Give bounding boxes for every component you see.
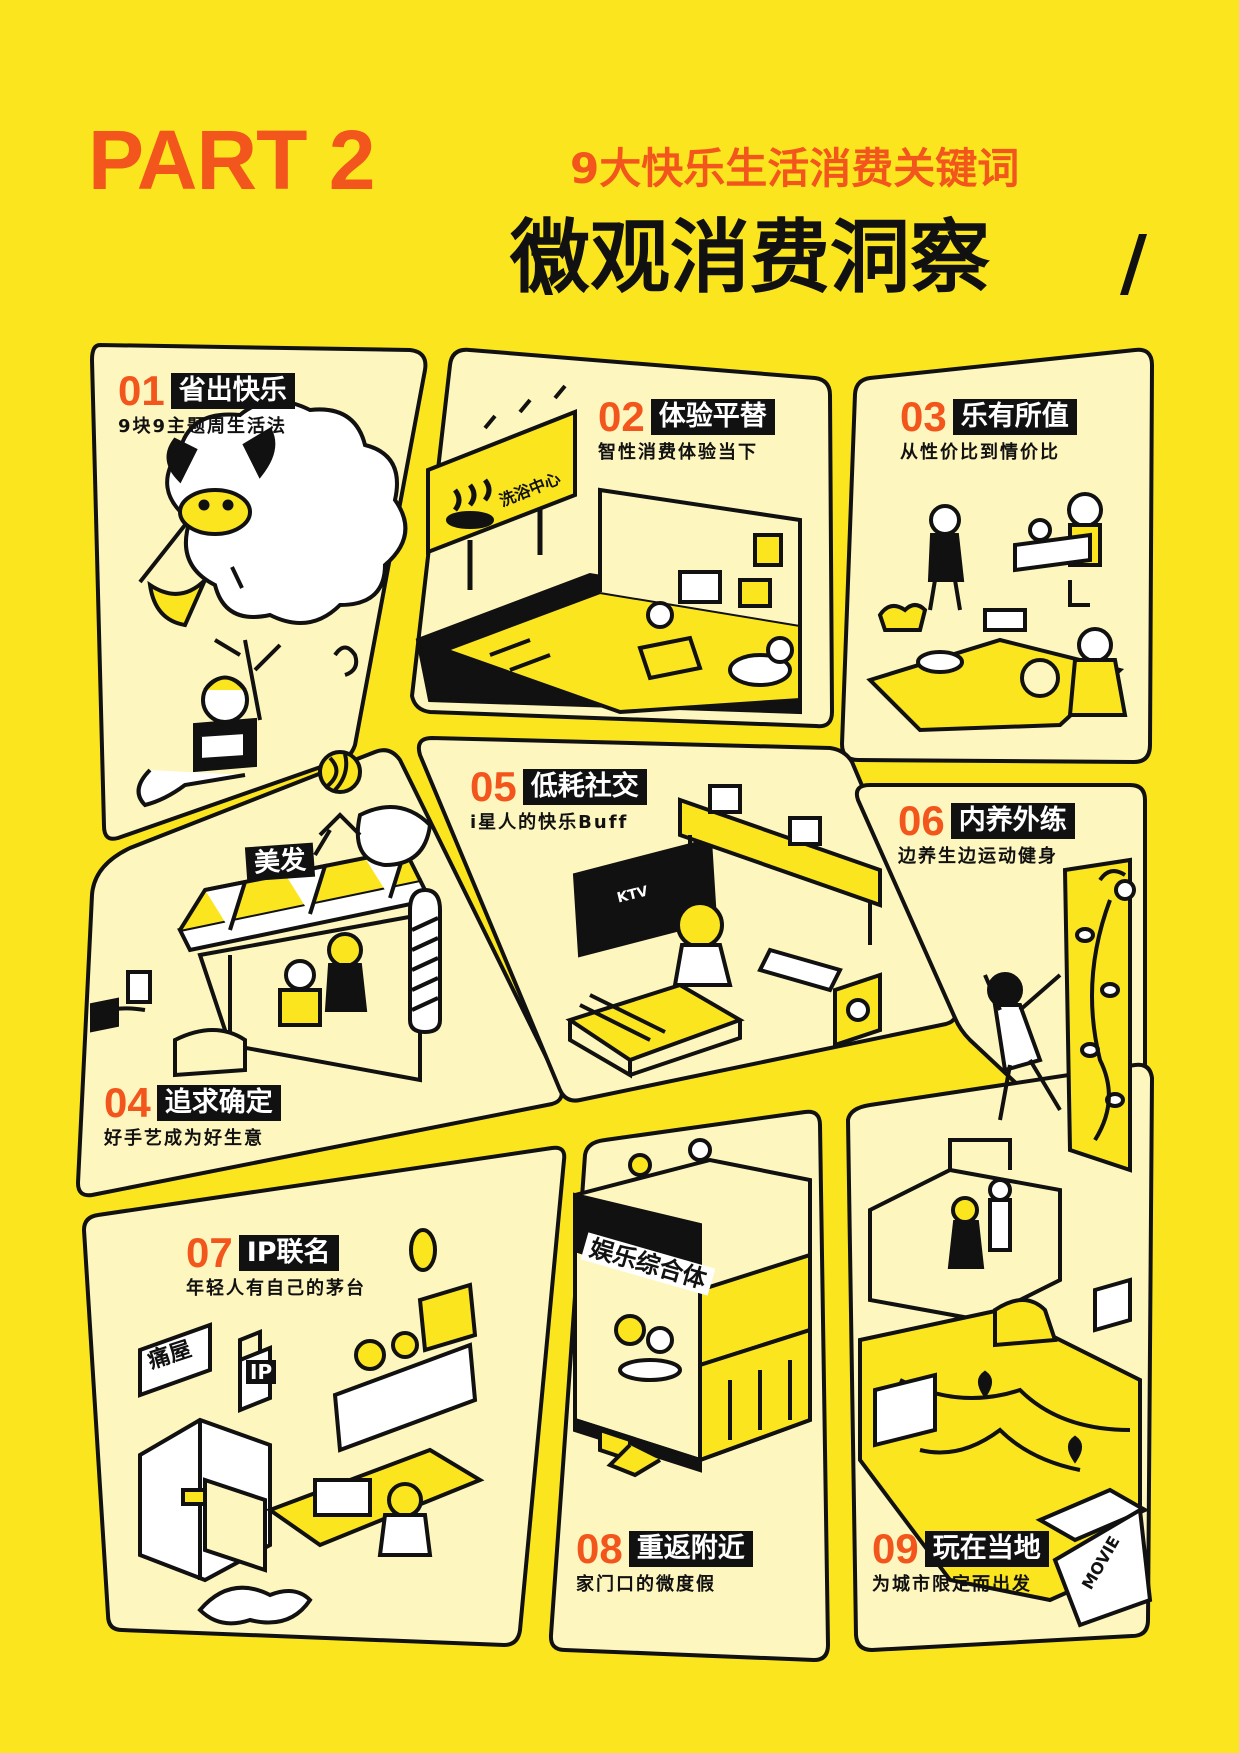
- panel-number: 08: [576, 1525, 623, 1572]
- ip-sign-text: IP: [246, 1360, 277, 1384]
- panel-keyword: 玩在当地: [924, 1531, 1049, 1567]
- section-subtitle: 9大快乐生活消费关键词: [570, 144, 1020, 193]
- panel-description: 家门口的微度假: [576, 1574, 716, 1595]
- title-slash-left: \: [526, 220, 554, 306]
- hair-sign-text: 美发: [244, 842, 316, 882]
- climbing-illustration: [983, 857, 1136, 1173]
- panel-keyword: 体验平替: [650, 399, 775, 435]
- title-slash-right: /: [1120, 220, 1148, 306]
- ip-shop-illustration: [138, 1228, 485, 1626]
- panel-number: 09: [872, 1525, 919, 1572]
- panel-number: 06: [898, 797, 945, 844]
- tree-illustration: [213, 638, 282, 721]
- panel-description: 年轻人有自己的茅台: [186, 1278, 366, 1299]
- reader-illustration: [136, 645, 362, 808]
- panel-description: 好手艺成为好生意: [104, 1128, 264, 1149]
- panel-description: 为城市限定而出发: [872, 1574, 1032, 1595]
- part-heading: PART 2: [88, 113, 375, 207]
- ktv-illustration: [565, 784, 882, 1079]
- panel-keyword: 省出快乐: [170, 373, 295, 409]
- bath-room: [415, 487, 802, 715]
- panel-keyword: 内养外练: [950, 803, 1075, 839]
- complex-illustration: [573, 1138, 812, 1478]
- panel-number: 03: [900, 393, 947, 440]
- panel-description: 智性消费体验当下: [598, 442, 758, 463]
- panel-number: 07: [186, 1229, 233, 1276]
- panel-keyword: 追求确定: [156, 1085, 281, 1121]
- panel-keyword: 低耗社交: [522, 769, 647, 805]
- panel-description: 从性价比到情价比: [900, 442, 1060, 463]
- panel-keyword: 重返附近: [628, 1531, 753, 1567]
- sheep-illustration: [138, 399, 408, 628]
- barbershop-illustration: [90, 805, 442, 1083]
- panel-keyword: 乐有所值: [952, 399, 1077, 435]
- panel-number: 04: [104, 1079, 151, 1126]
- panel-07: [82, 1145, 567, 1647]
- panel-number: 05: [470, 763, 517, 810]
- lifestyle-illustration: [866, 492, 1128, 733]
- panel-description: i星人的快乐Buff: [470, 812, 629, 833]
- panel-description: 边养生边运动健身: [898, 846, 1058, 867]
- travel-illustration: [858, 1138, 1153, 1628]
- section-title: 微观消费洞察: [510, 211, 990, 304]
- panel-keyword: IP联名: [238, 1235, 339, 1271]
- panel-number: 01: [118, 367, 165, 414]
- bath-billboard: [426, 384, 577, 590]
- panel-description: 9块9主题周生活法: [118, 416, 288, 437]
- panel-number: 02: [598, 393, 645, 440]
